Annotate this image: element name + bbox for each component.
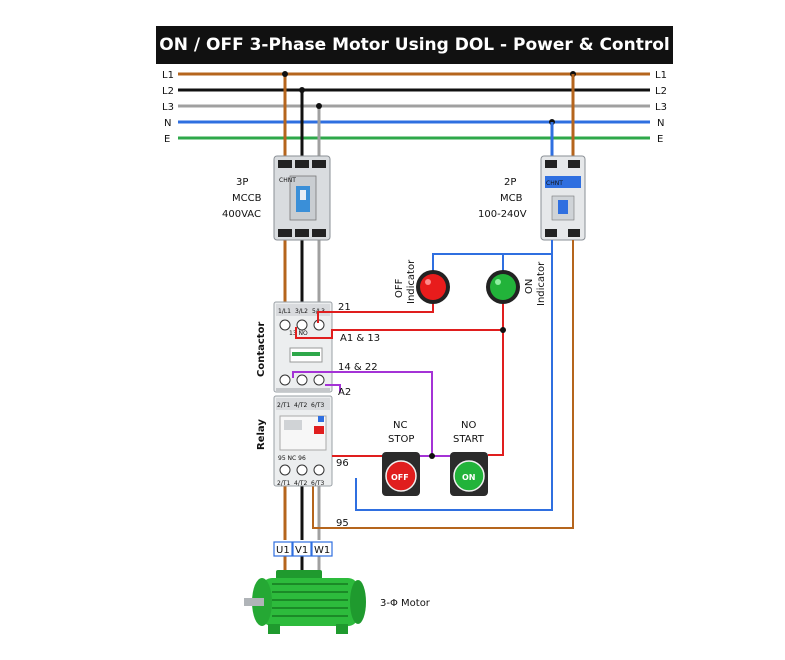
power-wires <box>283 74 321 574</box>
relay-bottom-term-2: 4/T2 <box>294 480 308 487</box>
junction-a1-13 <box>500 327 506 333</box>
relay-top-term-1: 2/T1 <box>277 402 291 409</box>
mcb-out-l <box>312 240 574 529</box>
wire-label-21: 21 <box>338 302 351 313</box>
wire-14-22 <box>292 371 433 455</box>
mcb-out-n <box>355 240 553 511</box>
contactor-aux-13: 13 NO <box>289 330 308 337</box>
wire-label-14-22: 14 & 22 <box>338 362 378 373</box>
bus-bars <box>178 72 650 140</box>
stop-button: OFF <box>382 452 420 496</box>
mccb-label-1: 3P <box>236 177 248 188</box>
bus-label-n-right: N <box>657 118 664 129</box>
three-phase-motor <box>244 570 366 634</box>
contactor: 1/L1 3/L2 5/L3 13 NO <box>273 301 333 393</box>
bus-label-l2-right: L2 <box>655 86 667 97</box>
bus-label-e-left: E <box>164 134 170 145</box>
start-button-face: ON <box>462 473 476 482</box>
wire-label-95: 95 <box>336 518 349 529</box>
bus-label-l3-right: L3 <box>655 102 667 113</box>
indicator-neutral-wire <box>432 253 552 274</box>
diagram-title: ON / OFF 3-Phase Motor Using DOL - Power… <box>156 26 673 64</box>
mccb-label-2: MCCB <box>232 193 262 204</box>
bus-label-e-right: E <box>657 134 663 145</box>
mcb-label-2: MCB <box>500 193 523 204</box>
overload-relay: 2/T1 4/T2 6/T3 95 NC 96 2/T1 4/T2 6/T3 <box>273 395 333 487</box>
relay-bottom-term-1: 2/T1 <box>277 480 291 487</box>
relay-bottom-term-3: 6/T3 <box>311 480 325 487</box>
off-indicator-lamp <box>416 270 450 304</box>
stop-label-2: STOP <box>388 434 414 445</box>
contactor-label: Contactor <box>256 322 267 377</box>
wire-label-96: 96 <box>336 458 349 469</box>
bus-junctions <box>282 71 576 125</box>
wire-label-a1-13: A1 & 13 <box>340 333 380 344</box>
stop-button-face: OFF <box>391 473 409 482</box>
on-indicator-sub: Indicator <box>536 261 547 306</box>
bus-label-l1-left: L1 <box>162 70 174 81</box>
contactor-top-term-1: 1/L1 <box>278 308 291 315</box>
bus-label-l1-right: L1 <box>655 70 667 81</box>
on-indicator-label: ON <box>524 279 535 294</box>
start-label-2: START <box>453 434 485 445</box>
motor-terminals: U1 V1 W1 <box>273 541 333 557</box>
mccb-brand: CHNT <box>279 177 296 184</box>
wire-a2 <box>325 384 341 392</box>
junction-stop-start <box>429 453 435 459</box>
on-indicator-lamp <box>486 270 520 304</box>
wire-a1-13 <box>295 300 504 339</box>
start-label-1: NO <box>461 420 476 431</box>
motor-term-w1: W1 <box>314 545 330 556</box>
wire-21 <box>317 300 434 323</box>
mccb-breaker: CHNT <box>273 155 331 241</box>
wire-label-a2: A2 <box>338 387 351 398</box>
mcb-brand: CHNT <box>546 180 563 187</box>
relay-top-term-2: 4/T2 <box>294 402 308 409</box>
wire-start-feed <box>488 330 504 456</box>
mccb-label-3: 400VAC <box>222 209 261 220</box>
motor-term-v1: V1 <box>295 545 308 556</box>
relay-label: Relay <box>256 419 267 450</box>
motor-label: 3-Φ Motor <box>380 598 431 609</box>
bus-label-n-left: N <box>164 118 171 129</box>
bus-label-l3-left: L3 <box>162 102 174 113</box>
start-button: ON <box>450 452 488 496</box>
mcb-breaker: CHNT <box>540 155 586 241</box>
contactor-top-term-2: 3/L2 <box>295 308 308 315</box>
relay-nc-label: 95 NC 96 <box>278 455 306 462</box>
bus-label-l2-left: L2 <box>162 86 174 97</box>
stop-label-1: NC <box>393 420 407 431</box>
motor-term-u1: U1 <box>276 545 290 556</box>
bus-labels-right: L1 L2 L3 N E <box>655 70 667 145</box>
relay-top-term-3: 6/T3 <box>311 402 325 409</box>
mcb-label-1: 2P <box>504 177 516 188</box>
off-indicator-sub: Indicator <box>406 259 417 304</box>
off-indicator-label: OFF <box>394 278 405 298</box>
mcb-label-3: 100-240V <box>478 209 527 220</box>
bus-labels-left: L1 L2 L3 N E <box>162 70 174 145</box>
